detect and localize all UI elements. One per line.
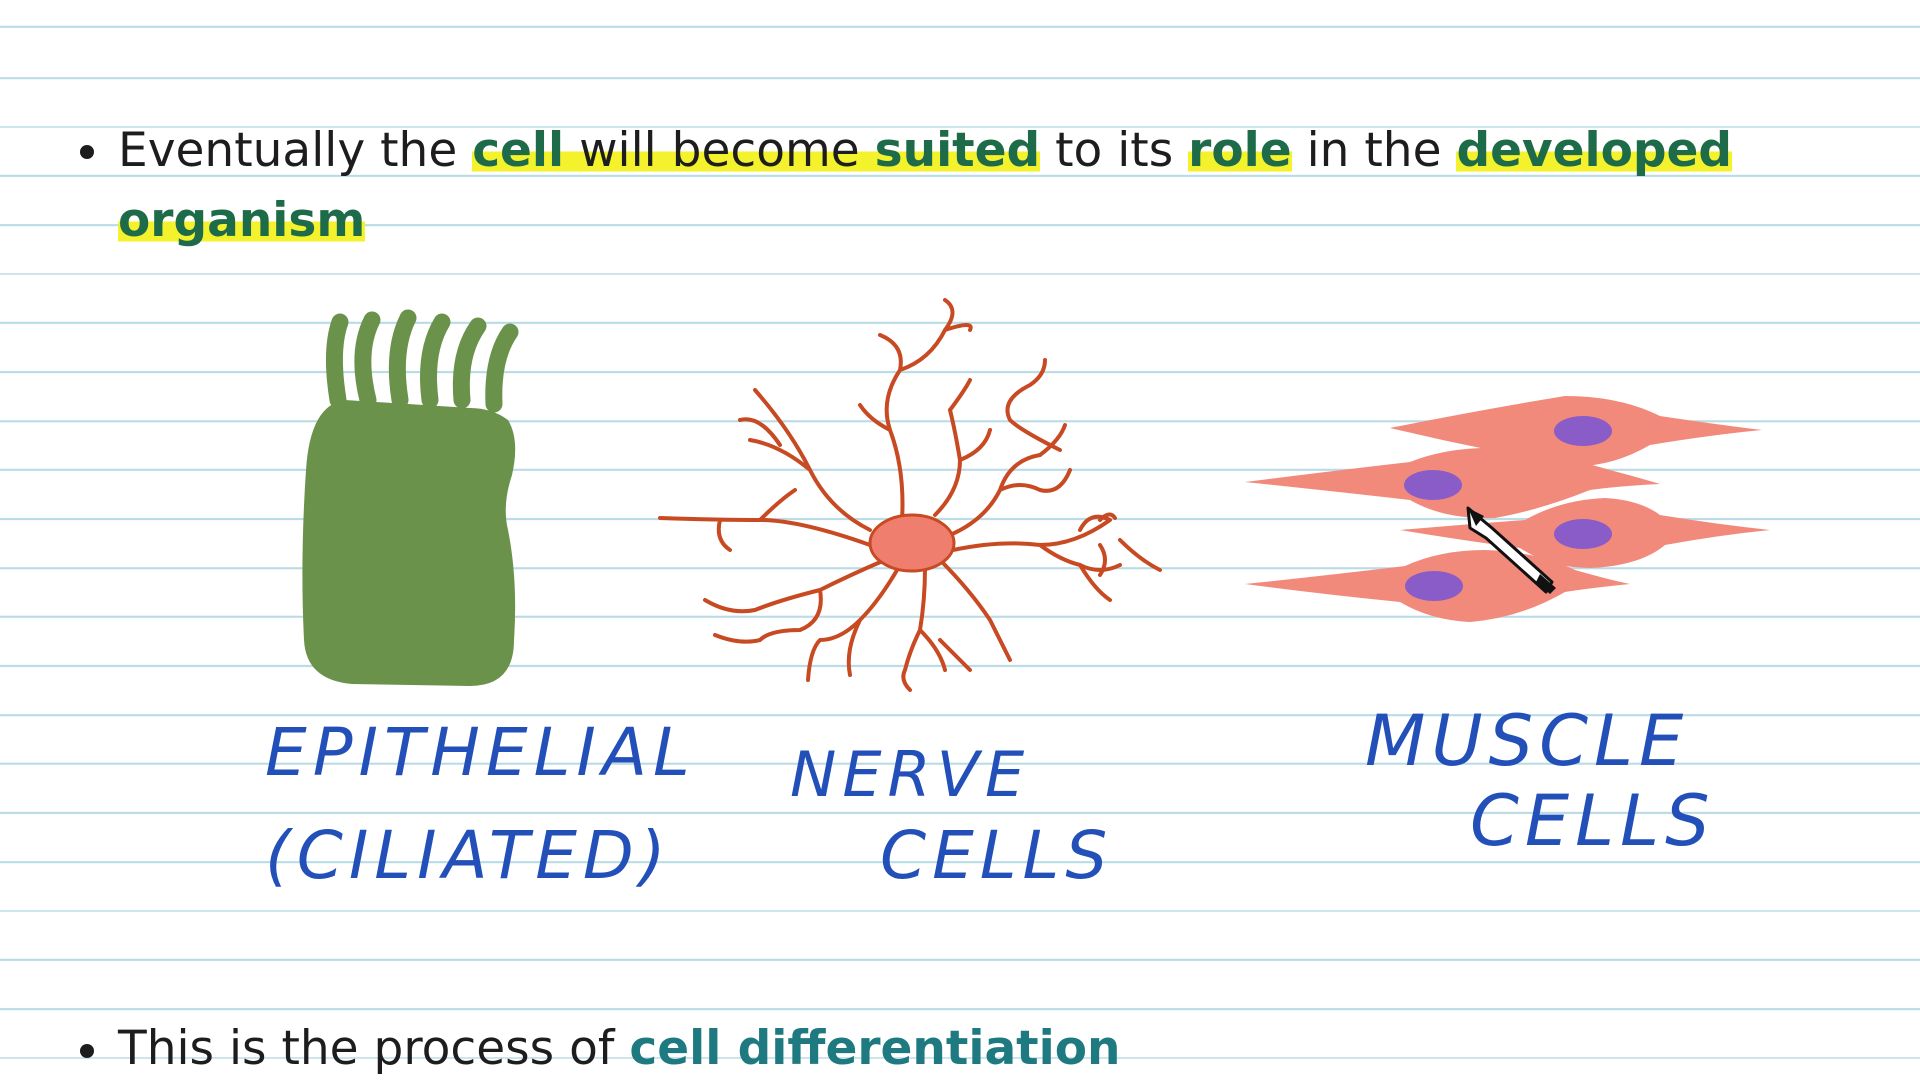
keyword-role: role (1188, 123, 1292, 178)
label-nerve-cells: CELLS (880, 817, 1113, 894)
muscle-nucleus (1405, 571, 1463, 601)
muscle-nucleus (1554, 416, 1612, 446)
bullet-dot (80, 145, 94, 159)
bullet-cell-suited: Eventually the cell will become suited t… (80, 116, 1780, 266)
keyword-cell-differentiation: cell differentiation (629, 1021, 1121, 1076)
nerve-cell (658, 298, 1162, 692)
bullet-text: Eventually the cell will become suited t… (118, 123, 1733, 248)
label-nerve: NERVE (790, 738, 1030, 811)
bullet-cell-differentiation: This is the process of cell differentiat… (80, 1018, 1780, 1080)
label-muscle: MUSCLE (1365, 700, 1689, 782)
label-ciliated: (CILIATED) (265, 817, 671, 894)
pen-cursor-icon (1466, 506, 1556, 594)
keyword-cell: cell (472, 123, 565, 178)
epithelial-body (302, 400, 516, 686)
bullet-text: This is the process of cell differentiat… (118, 1021, 1121, 1076)
epithelial-cilia (325, 309, 519, 413)
nerve-cell-body (868, 513, 956, 573)
label-muscle-cells: CELLS (1470, 780, 1716, 862)
muscle-cells (1245, 396, 1770, 622)
muscle-nucleus (1554, 519, 1612, 549)
muscle-nucleus (1404, 470, 1462, 500)
label-epithelial: EPITHELIAL (265, 714, 696, 791)
bullet-dot (80, 1044, 94, 1058)
epithelial-cell (302, 309, 519, 686)
keyword-suited: suited (874, 123, 1041, 178)
